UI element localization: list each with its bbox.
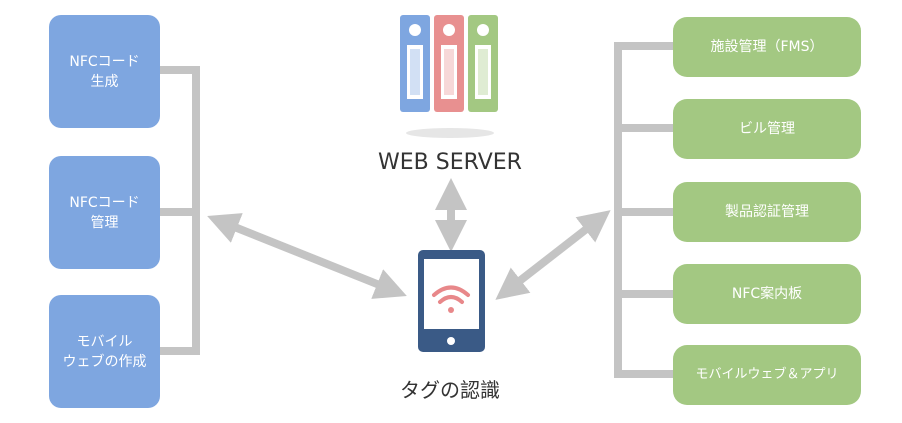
left-node-label: NFCコード 管理 (69, 194, 140, 231)
wifi-icon (432, 285, 470, 313)
right-node-label: ビル管理 (739, 121, 795, 137)
right-bracket-connector (614, 42, 673, 378)
left-double-arrow (207, 213, 407, 299)
right-node-building-management: ビル管理 (673, 99, 861, 159)
right-node-label: 製品認証管理 (725, 204, 809, 220)
right-node-facility-management: 施設管理（FMS） (673, 17, 861, 77)
right-node-label: 施設管理（FMS） (710, 39, 824, 55)
left-node-nfc-code-generation: NFCコード 生成 (49, 15, 160, 128)
left-bracket-connector (160, 66, 200, 355)
left-node-mobile-web-creation: モバイル ウェブの作成 (49, 295, 160, 408)
left-node-nfc-code-management: NFCコード 管理 (49, 156, 160, 269)
server-icon (400, 15, 498, 138)
smartphone-icon (418, 250, 485, 352)
right-node-product-certification: 製品認証管理 (673, 182, 861, 242)
phone-label: タグの認識 (400, 378, 500, 402)
right-node-label: モバイルウェブ＆アプリ (695, 367, 839, 382)
right-node-mobile-web-app: モバイルウェブ＆アプリ (673, 345, 861, 405)
left-node-label: NFCコード 生成 (69, 53, 140, 90)
right-node-nfc-guide-board: NFC案内板 (673, 264, 861, 324)
right-node-label: NFC案内板 (731, 286, 803, 302)
server-label: WEB SERVER (378, 150, 522, 175)
right-double-arrow (495, 210, 611, 300)
left-node-label: モバイル ウェブの作成 (62, 333, 147, 370)
